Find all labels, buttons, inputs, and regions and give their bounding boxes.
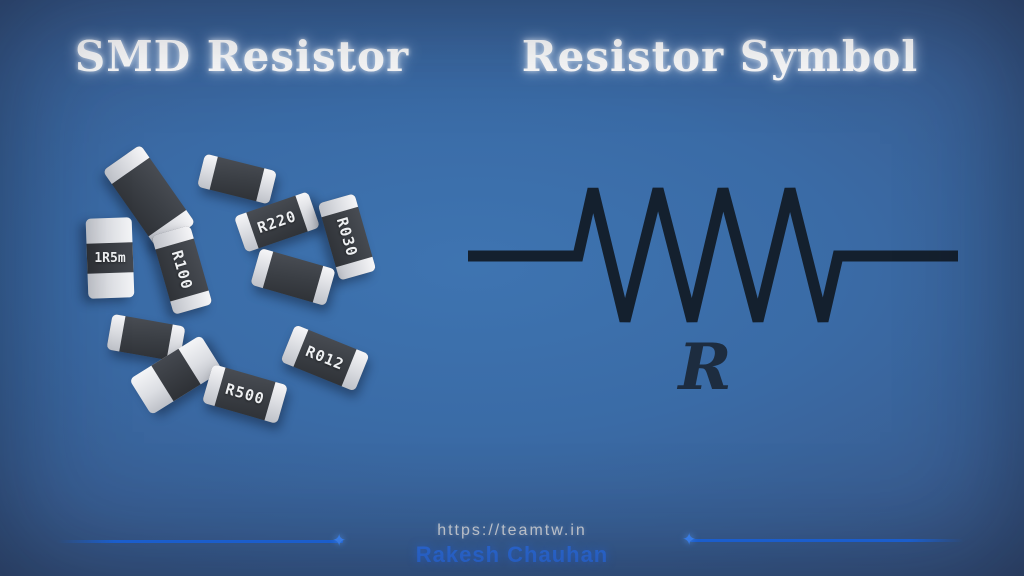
- resistor-zigzag-icon: [468, 187, 958, 323]
- sparkle-icon: ✦: [682, 530, 697, 549]
- author-name: Rakesh Chauhan: [415, 542, 609, 567]
- sparkle-icon: ✦: [332, 531, 347, 550]
- footer-divider-left: [57, 540, 343, 543]
- footer-divider-right: [690, 539, 964, 542]
- resistor-symbol-title: Resistor Symbol: [521, 32, 919, 81]
- website-url: https://teamtw.in: [437, 522, 587, 539]
- smd-resistor-title: SMD Resistor: [74, 32, 410, 81]
- resistance-letter-r: R: [678, 330, 732, 405]
